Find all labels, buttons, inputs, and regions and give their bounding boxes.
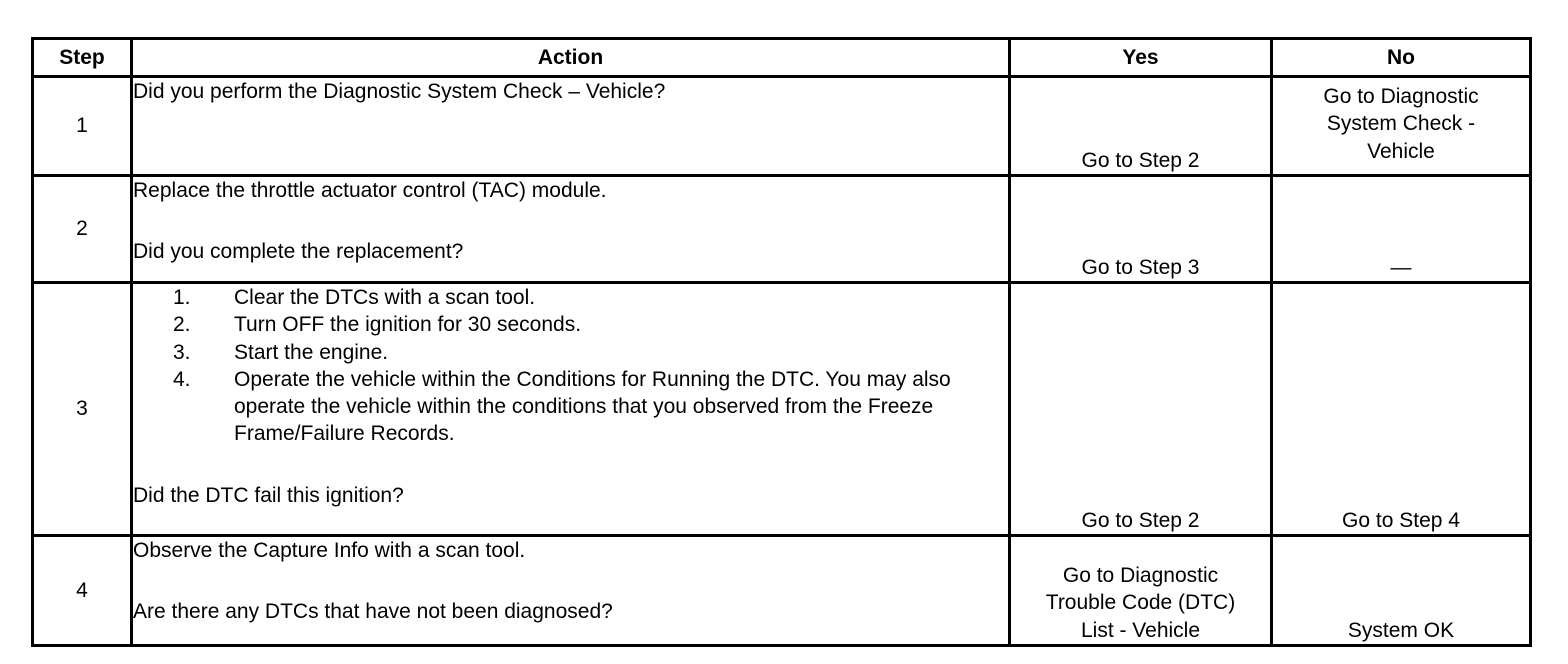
no-line: System Check - (1326, 112, 1476, 136)
column-header-step: Step (31, 37, 133, 78)
yes-cell: Go to Diagnostic Trouble Code (DTC) List… (1008, 534, 1273, 647)
yes-line: Go to Diagnostic (1062, 564, 1219, 588)
yes-line: Trouble Code (DTC) (1045, 591, 1236, 615)
list-item: 3. Start the engine. (133, 339, 1008, 366)
action-question-text: Are there any DTCs that have not been di… (133, 600, 613, 624)
list-item-number: 4. (173, 367, 191, 391)
yes-line: List - Vehicle (1080, 618, 1201, 642)
column-header-no: No (1270, 37, 1532, 78)
list-item-text: Clear the DTCs with a scan tool. (234, 286, 536, 309)
list-item-text: Operate the vehicle within the Condition… (234, 367, 951, 446)
no-line: Vehicle (1367, 139, 1435, 163)
action-cell: Did you perform the Diagnostic System Ch… (130, 75, 1011, 177)
step-number-cell: 4 (31, 534, 133, 647)
step-number-cell: 3 (31, 281, 133, 537)
yes-line: Go to Step 3 (1081, 255, 1200, 279)
action-question-text: Did you complete the replacement? (133, 240, 464, 264)
no-line: — (1390, 255, 1412, 279)
action-lead-text: Observe the Capture Info with a scan too… (133, 539, 526, 562)
table-row: 2 Replace the throttle actuator control … (31, 174, 1532, 284)
column-header-action: Action (130, 37, 1011, 78)
no-cell: Go to Step 4 (1270, 281, 1532, 537)
list-item: 1. Clear the DTCs with a scan tool. (133, 284, 1008, 311)
action-procedure-list: 1. Clear the DTCs with a scan tool. 2. T… (133, 284, 1008, 448)
header-row: Step Action Yes No (31, 37, 1532, 78)
list-item: 2. Turn OFF the ignition for 30 seconds. (133, 311, 1008, 338)
no-line: System OK (1347, 618, 1455, 642)
list-item-text: Start the engine. (234, 340, 389, 364)
table-body: 1 Did you perform the Diagnostic System … (31, 75, 1532, 647)
action-lead-text: Replace the throttle actuator control (T… (133, 179, 607, 202)
column-header-yes: Yes (1008, 37, 1273, 78)
no-cell: — (1270, 174, 1532, 284)
yes-cell: Go to Step 3 (1008, 174, 1273, 284)
table-row: 3 1. Clear the DTCs with a scan tool. 2.… (31, 281, 1532, 537)
list-item: 4. Operate the vehicle within the Condit… (133, 366, 1008, 448)
no-cell: System OK (1270, 534, 1532, 647)
action-question-text: Did the DTC fail this ignition? (133, 483, 404, 507)
no-cell: Go to Diagnostic System Check - Vehicle (1270, 75, 1532, 177)
no-line: Go to Diagnostic (1323, 85, 1479, 108)
list-item-number: 3. (173, 340, 191, 364)
yes-line: Go to Step 2 (1081, 148, 1200, 172)
action-lead-text: Did you perform the Diagnostic System Ch… (133, 80, 666, 103)
list-item-number: 1. (173, 286, 191, 309)
table-row: 4 Observe the Capture Info with a scan t… (31, 534, 1532, 647)
list-item-text: Turn OFF the ignition for 30 seconds. (234, 313, 582, 337)
step-number-cell: 2 (31, 174, 133, 284)
yes-cell: Go to Step 2 (1008, 281, 1273, 537)
action-cell: 1. Clear the DTCs with a scan tool. 2. T… (130, 281, 1011, 537)
no-line: Go to Step 4 (1342, 508, 1460, 532)
step-number-cell: 1 (31, 75, 133, 177)
action-cell: Observe the Capture Info with a scan too… (130, 534, 1011, 647)
action-cell: Replace the throttle actuator control (T… (130, 174, 1011, 284)
table-header: Step Action Yes No (31, 37, 1532, 78)
diagnostic-step-table: Step Action Yes No 1 Did you perform the… (31, 37, 1532, 647)
list-item-number: 2. (173, 313, 191, 337)
table-row: 1 Did you perform the Diagnostic System … (31, 75, 1532, 177)
yes-cell: Go to Step 2 (1008, 75, 1273, 177)
yes-line: Go to Step 2 (1081, 508, 1200, 532)
